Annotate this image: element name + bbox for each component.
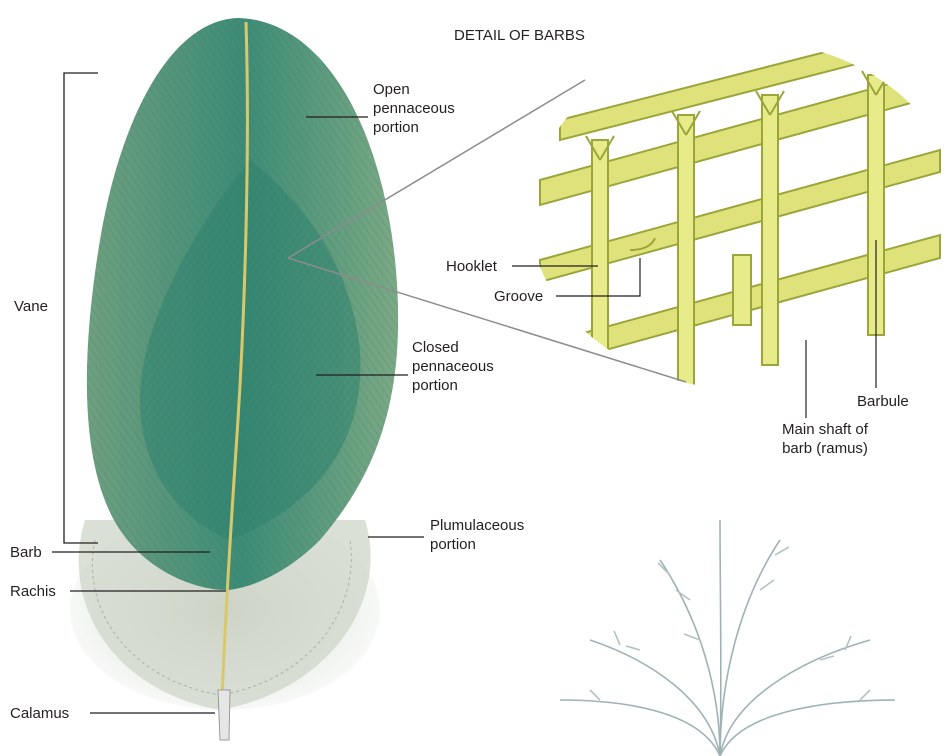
closed-pennaceous-line-1: Closed [412,338,494,357]
closed-pennaceous-line-2: pennaceous [412,357,494,376]
barbule-label: Barbule [857,392,909,411]
closed-pennaceous-line-3: portion [412,376,494,395]
open-pennaceous-label: Open pennaceous portion [373,80,455,137]
barb-detail-art [520,20,948,410]
ramus-label: Main shaft of barb (ramus) [760,420,890,458]
ramus-line-2: barb (ramus) [760,439,890,458]
closed-pennaceous-label: Closed pennaceous portion [412,338,494,395]
calamus-label: Calamus [10,704,69,723]
open-pennaceous-line-3: portion [373,118,455,137]
plumulaceous-line-2: portion [430,535,524,554]
groove-label: Groove [494,287,543,306]
plumulaceous-line-1: Plumulaceous [430,516,524,535]
open-pennaceous-line-2: pennaceous [373,99,455,118]
detail-of-barbs-title: DETAIL OF BARBS [454,26,585,45]
ramus-line-1: Main shaft of [760,420,890,439]
vane-label: Vane [14,297,48,316]
down-feather-art [560,520,895,756]
open-pennaceous-line-1: Open [373,80,455,99]
hooklet-label: Hooklet [446,257,497,276]
rachis-label: Rachis [10,582,56,601]
barb-label: Barb [10,543,42,562]
plumulaceous-label: Plumulaceous portion [430,516,524,554]
